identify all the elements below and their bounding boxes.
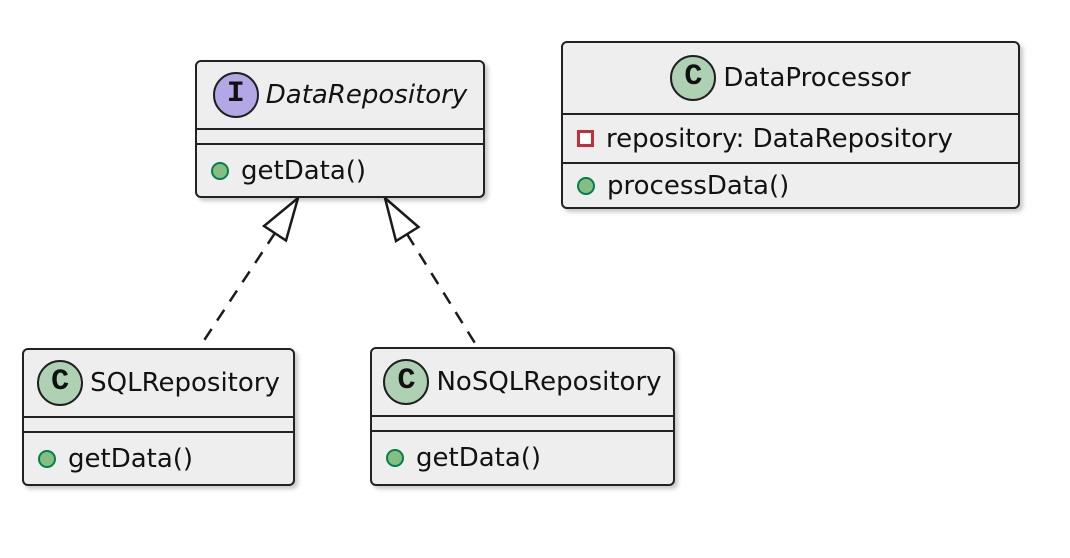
realization-dashed-line	[197, 232, 277, 349]
compartment-divider	[24, 431, 293, 433]
class-header: I DataRepository	[197, 62, 483, 128]
class-header: C DataProcessor	[563, 43, 1018, 113]
field-signature: repository: DataRepository	[606, 123, 953, 154]
method-row: getData()	[24, 444, 293, 474]
class-spot-icon: C	[670, 55, 717, 101]
class-title: DataProcessor	[723, 63, 911, 93]
class-box-datarepository: I DataRepository getData()	[195, 60, 485, 198]
public-method-icon	[577, 176, 595, 195]
method-row: processData()	[563, 171, 1018, 201]
realization-dashed-line	[405, 233, 480, 349]
field-row: repository: DataRepository	[563, 124, 1018, 154]
compartment-divider	[197, 128, 483, 130]
spot-letter: I	[226, 77, 245, 111]
compartment-divider	[197, 143, 483, 145]
class-title: SQLRepository	[90, 368, 280, 398]
spot-letter: C	[397, 364, 416, 398]
realization-arrow-nosqlrepository-to-datarepository	[382, 194, 480, 349]
class-box-nosqlrepository: C NoSQLRepository getData()	[370, 347, 675, 486]
compartment-divider	[563, 162, 1018, 164]
class-title: NoSQLRepository	[436, 367, 662, 397]
class-title: DataRepository	[265, 80, 468, 110]
methods-compartment: processData()	[563, 164, 1018, 207]
class-header: C NoSQLRepository	[372, 349, 673, 415]
class-spot-icon: C	[37, 360, 84, 406]
compartment-divider	[24, 416, 293, 418]
fields-compartment-empty	[24, 418, 293, 431]
spot-letter: C	[51, 365, 70, 399]
hollow-triangle-arrowhead-icon	[382, 194, 421, 243]
public-method-icon	[211, 161, 229, 180]
spot-letter: C	[684, 60, 703, 94]
class-box-sqlrepository: C SQLRepository getData()	[22, 348, 295, 486]
methods-compartment: getData()	[372, 432, 673, 484]
method-row: getData()	[197, 156, 483, 186]
methods-compartment: getData()	[24, 433, 293, 484]
hollow-triangle-arrowhead-icon	[261, 194, 301, 243]
compartment-divider	[563, 113, 1018, 115]
public-method-icon	[38, 449, 56, 468]
class-header: C SQLRepository	[24, 350, 293, 416]
compartment-divider	[372, 430, 673, 432]
method-signature: getData()	[68, 443, 194, 474]
fields-compartment-empty	[197, 130, 483, 143]
interface-spot-icon: I	[212, 72, 259, 118]
public-method-icon	[386, 449, 404, 467]
realization-arrow-sqlrepository-to-datarepository	[197, 194, 301, 349]
private-field-icon	[577, 130, 594, 147]
methods-compartment: getData()	[197, 145, 483, 196]
fields-compartment-empty	[372, 417, 673, 430]
compartment-divider	[372, 415, 673, 417]
class-spot-icon: C	[383, 359, 430, 405]
method-signature: processData()	[607, 170, 790, 201]
class-box-dataprocessor: C DataProcessor repository: DataReposito…	[561, 41, 1020, 209]
method-signature: getData()	[241, 155, 367, 186]
method-signature: getData()	[416, 443, 542, 473]
method-row: getData()	[372, 443, 673, 473]
fields-compartment: repository: DataRepository	[563, 115, 1018, 162]
